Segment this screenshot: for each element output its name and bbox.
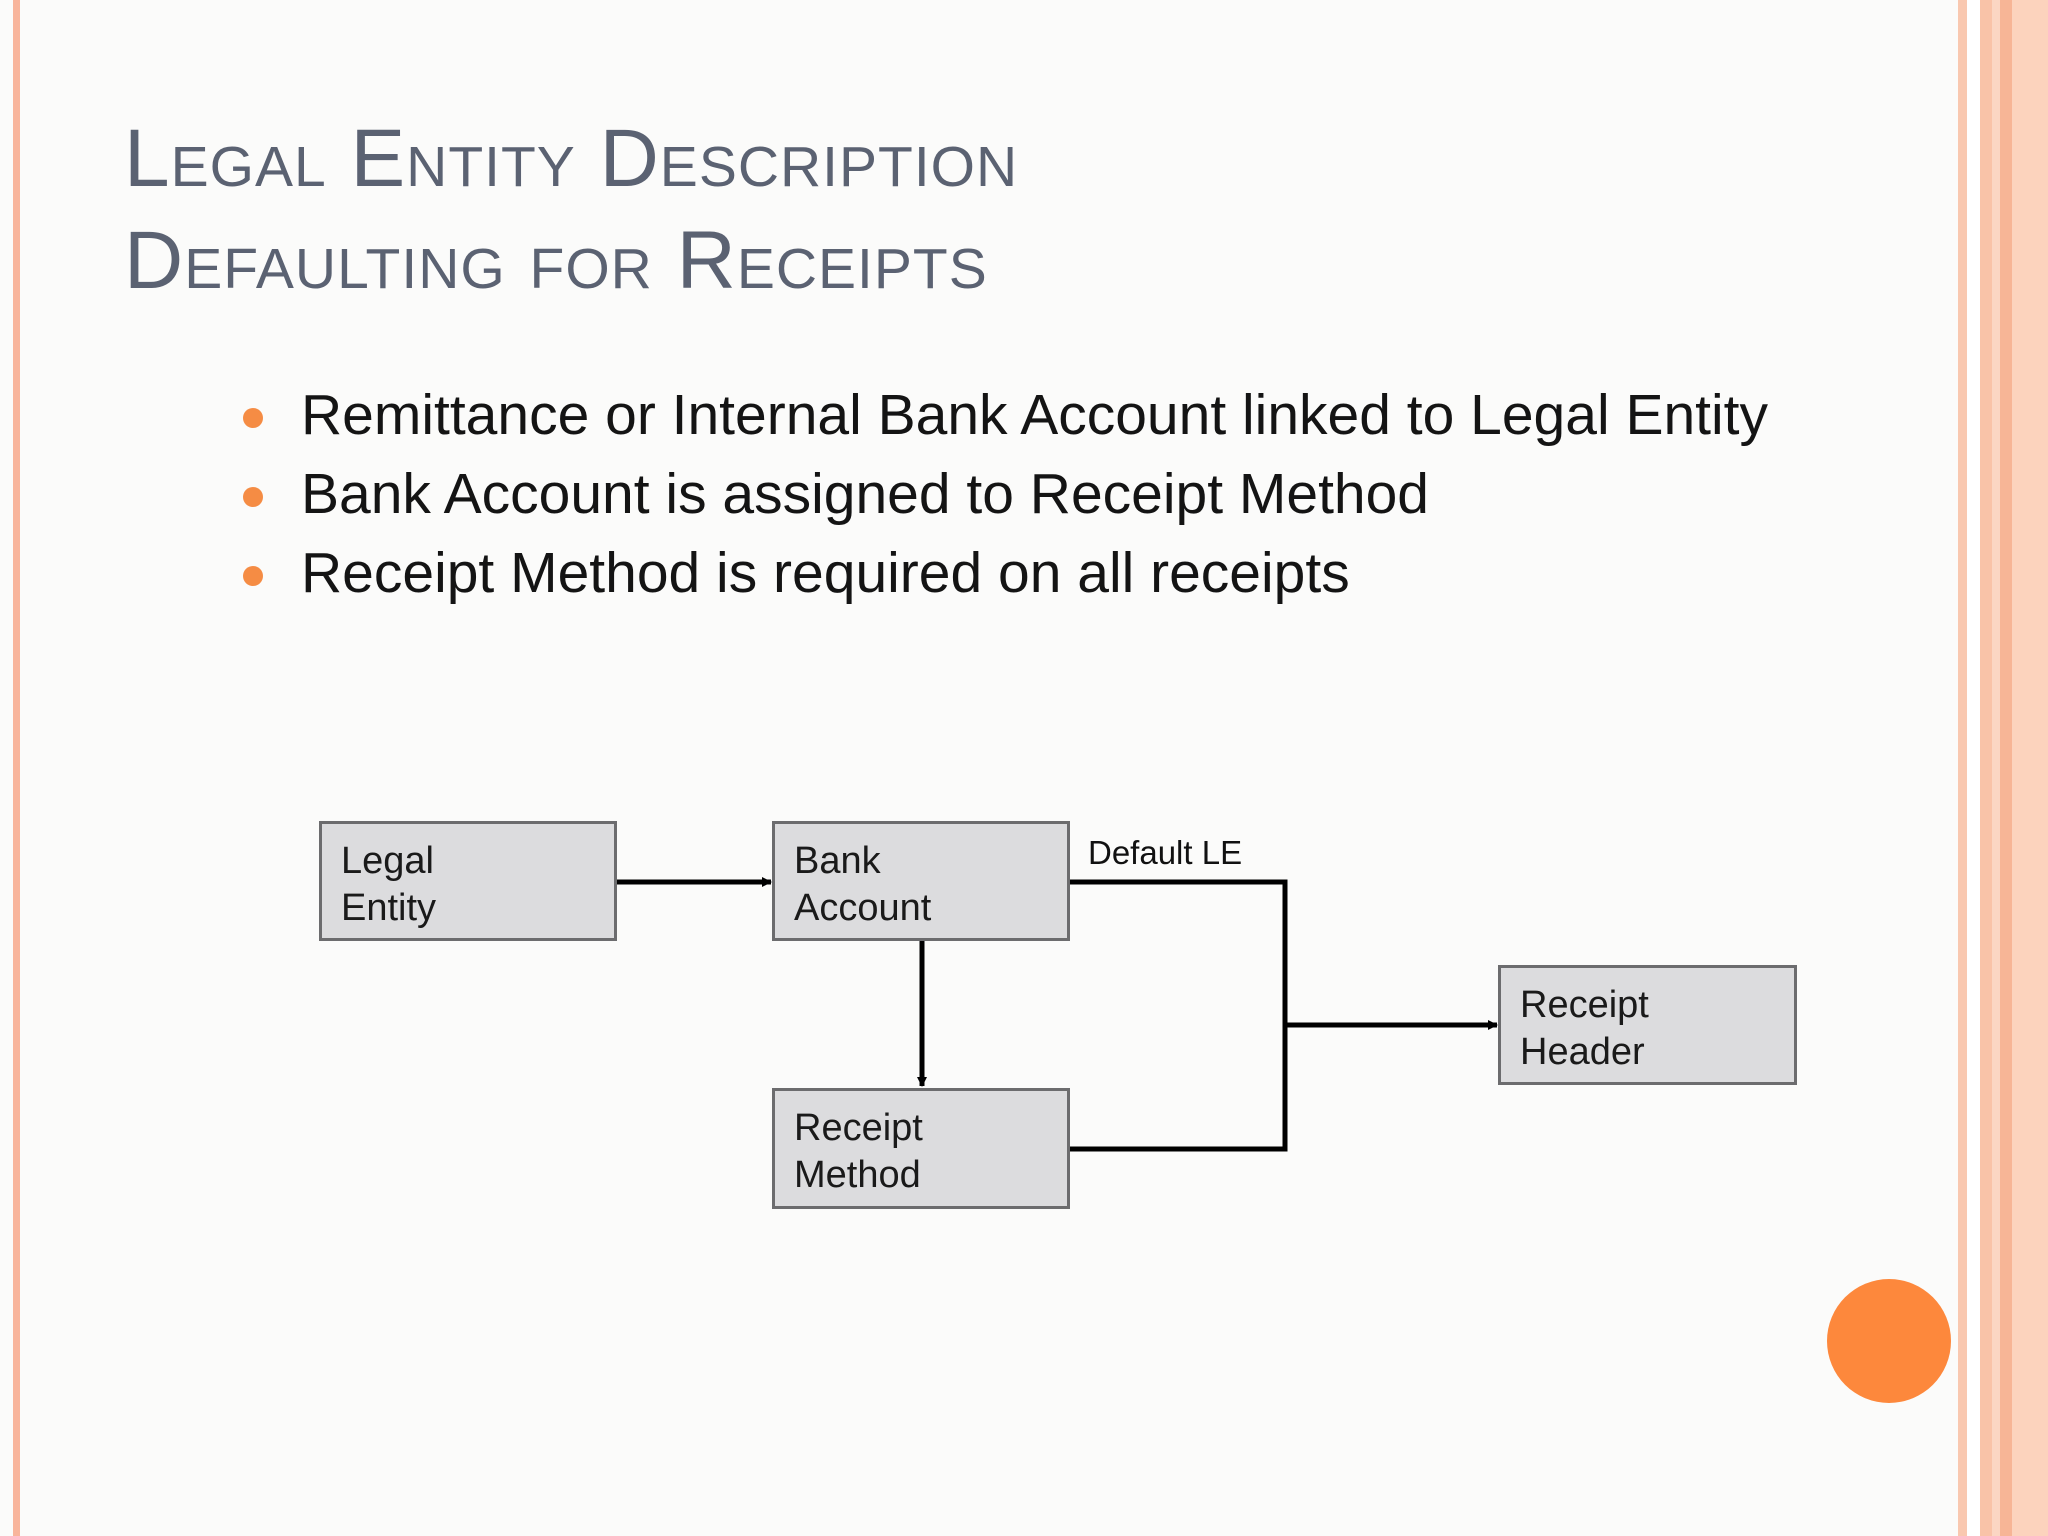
bullet-dot-icon [243,566,263,586]
edge-receipt-method-to-junction [1070,1025,1288,1152]
bullet-text: Receipt Method is required on all receip… [301,541,1350,605]
slide-title-line-2: Defaulting for Receipts [124,215,988,306]
left-border-rule [13,0,20,1536]
right-border-stripe [1992,0,2000,1536]
node-receipt-header: Receipt Header [1498,965,1797,1085]
node-label-line: Receipt [1520,984,1649,1026]
bullet-text: Remittance or Internal Bank Account link… [301,383,1768,447]
node-label-line: Bank [794,840,881,882]
bullet-item: Remittance or Internal Bank Account link… [243,376,1768,455]
bullet-item: Receipt Method is required on all receip… [243,534,1768,613]
decorative-orange-circle [1827,1279,1951,1403]
slide-title-line-1: Legal Entity Description [124,113,1019,204]
right-border-stripe [2000,0,2012,1536]
edge-bank-account-to-junction [1070,879,1288,1025]
node-label-line: Header [1520,1031,1645,1073]
right-border-stripe [2012,0,2048,1536]
slide-title: Legal Entity Description Defaulting for … [124,108,1018,312]
node-label-line: Account [794,887,932,929]
bullet-dot-icon [243,408,263,428]
bullet-list: Remittance or Internal Bank Account link… [243,376,1768,613]
right-border-stripe [1980,0,1992,1536]
bullet-text: Bank Account is assigned to Receipt Meth… [301,462,1430,526]
bullet-item: Bank Account is assigned to Receipt Meth… [243,455,1768,534]
bullet-dot-icon [243,487,263,507]
node-label-line: Method [794,1154,921,1196]
right-border-stripe [1967,0,1980,1536]
node-receipt-method: Receipt Method [772,1088,1070,1209]
node-label-line: Legal [341,840,434,882]
right-border-stripe [1958,0,1967,1536]
node-label-line: Entity [341,887,437,929]
node-bank-account: Bank Account [772,821,1070,941]
edge-label-default-le: Default LE [1088,834,1243,871]
node-label-line: Receipt [794,1107,923,1149]
node-legal-entity: Legal Entity [319,821,617,941]
